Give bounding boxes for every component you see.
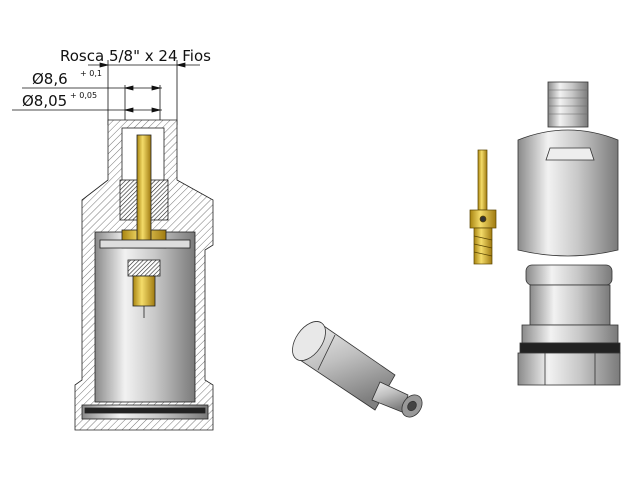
section-view	[74, 119, 214, 431]
diameter-1-tolerance: + 0,1	[80, 69, 102, 78]
diameter-2-label: Ø8,05	[22, 92, 67, 110]
dimension-lines	[12, 60, 200, 125]
thread-dimension-label: Rosca 5/8" x 24 Fios	[60, 47, 211, 65]
exploded-view	[517, 81, 621, 386]
brass-pin	[469, 149, 497, 265]
diameter-1-label: Ø8,6	[32, 70, 68, 88]
assembled-connector	[292, 321, 423, 418]
diameter-2-tolerance: + 0,05	[70, 91, 97, 100]
